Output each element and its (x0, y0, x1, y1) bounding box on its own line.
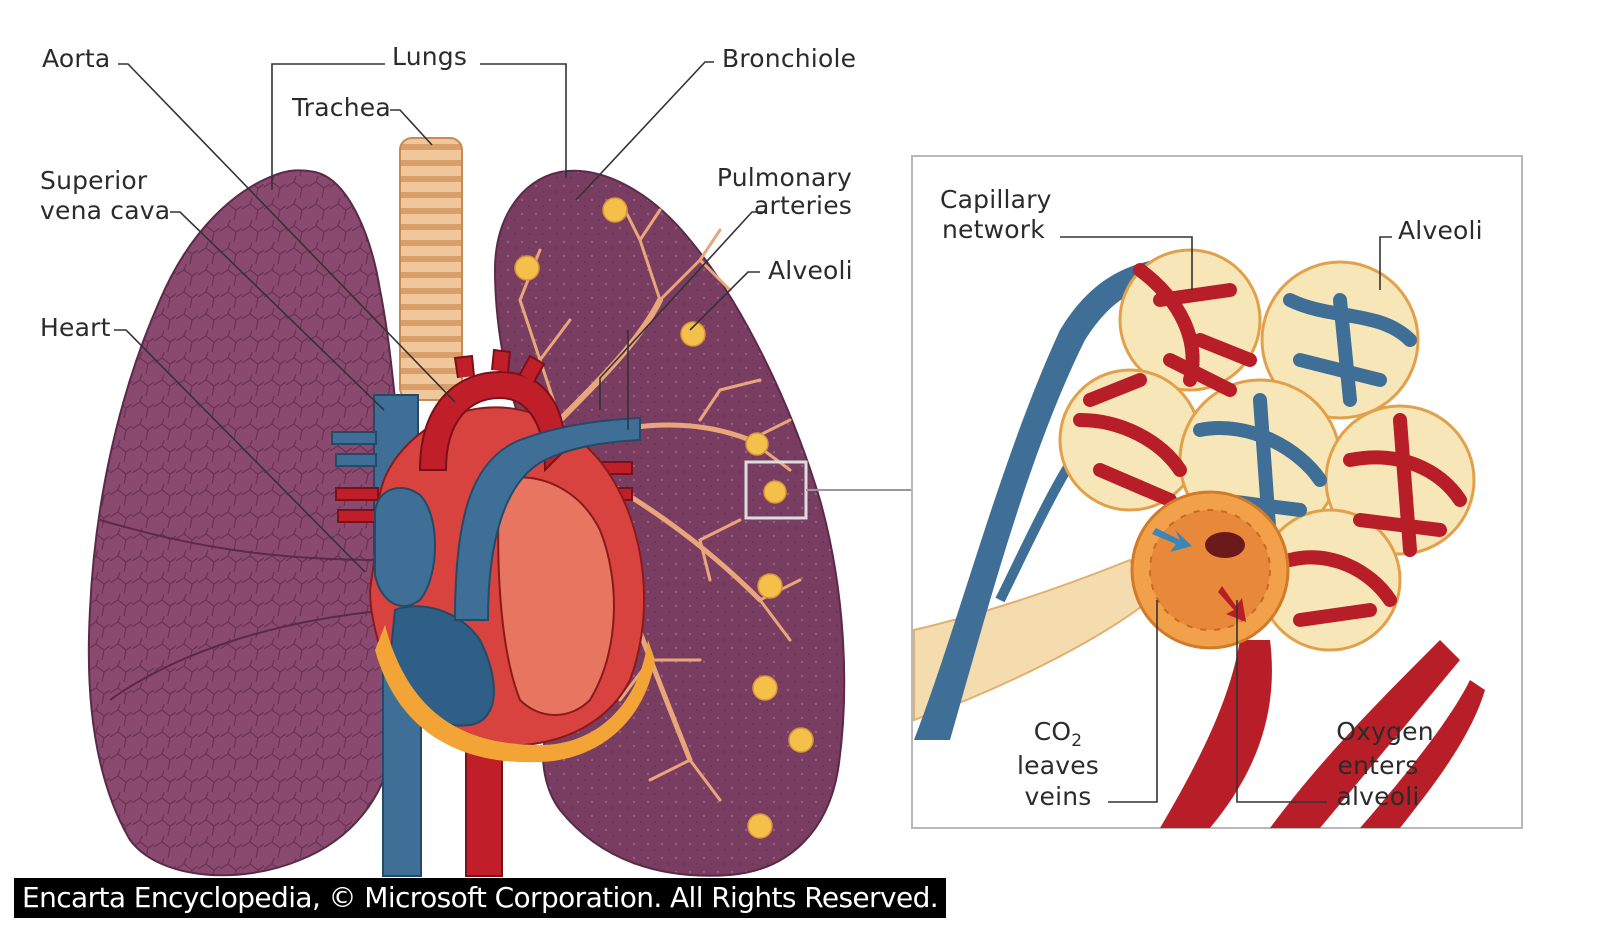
inset-leader-lines (1060, 236, 1392, 803)
heart-left-ventricle (497, 476, 615, 716)
label-alveoli-inset: Alveoli (1398, 216, 1483, 245)
label-capillary-network-line2: network (942, 215, 1045, 244)
copyright-credit: Encarta Encyclopedia, © Microsoft Corpor… (14, 878, 947, 918)
heart-fat-band (375, 625, 655, 763)
label-aorta: Aorta (42, 44, 111, 73)
inset-illustration (913, 248, 1485, 828)
label-alveoli-main: Alveoli (768, 256, 853, 285)
label-co2-line3: veins (1024, 782, 1092, 811)
leader-lines (114, 61, 765, 573)
aortic-branches (453, 348, 546, 383)
label-co2: CO2 (1010, 716, 1106, 757)
right-lung-fissure-1 (99, 519, 381, 561)
alveoli-clusters (514, 197, 814, 839)
label-bronchiole: Bronchiole (722, 44, 857, 73)
label-capillary-network-line1: Capillary (940, 185, 1052, 214)
co2-main: CO (1033, 717, 1072, 746)
co2-subscript: 2 (1071, 731, 1083, 751)
label-superior-vena-cava-line1: Superior (40, 166, 148, 195)
heart-right-atrium (374, 486, 436, 607)
label-oxygen-line3: alveoli (1336, 782, 1420, 811)
label-pulmonary-arteries-line2: arteries (753, 191, 852, 220)
label-oxygen-line1: Oxygen (1336, 717, 1434, 746)
label-heart: Heart (40, 313, 111, 342)
label-trachea: Trachea (292, 93, 391, 122)
right-lung-fissure-2 (109, 609, 391, 701)
label-superior-vena-cava-line2: vena cava (40, 196, 171, 225)
label-co2-line2: leaves (1016, 751, 1100, 780)
right-lung (87, 169, 402, 877)
trachea (399, 137, 463, 401)
pulmonary-trunk (453, 416, 641, 621)
label-oxygen-line2: enters (1337, 751, 1419, 780)
label-pulmonary-arteries-line1: Pulmonary (716, 163, 852, 192)
label-lungs: Lungs (392, 42, 468, 71)
